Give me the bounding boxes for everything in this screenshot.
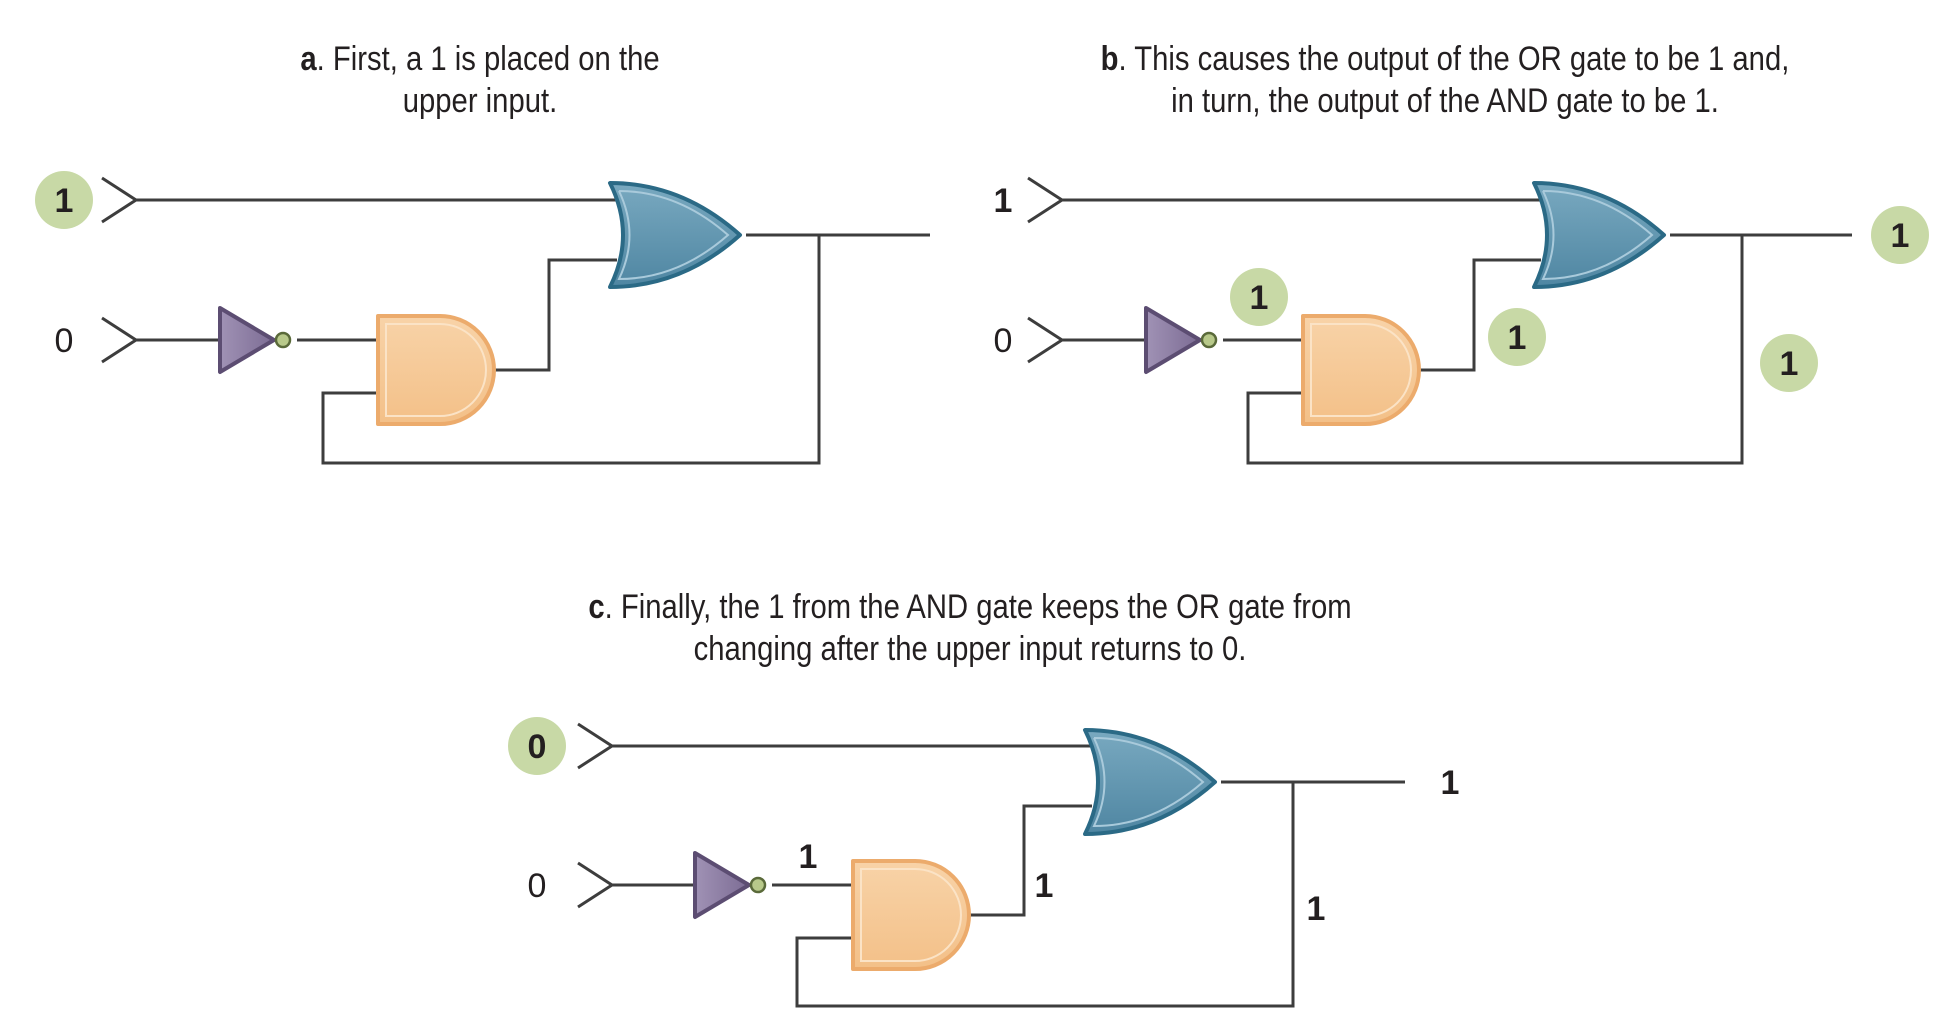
highlight-badge — [508, 717, 566, 775]
panel-c-not-output: 1 — [799, 838, 818, 876]
caption-a-line1: . First, a 1 is placed on the — [316, 40, 660, 78]
panel-c-or-output: 1 — [1441, 764, 1460, 802]
input-chevron-icon — [1026, 176, 1064, 224]
panel-c-feedback: 1 — [1307, 890, 1326, 928]
highlight-badge — [1488, 308, 1546, 366]
not-gate-icon — [1144, 306, 1218, 374]
caption-b-line1: . This causes the output of the OR gate … — [1118, 40, 1790, 78]
panel-c-upper-input: 0 — [528, 728, 547, 766]
panel-a-lower-input: 0 — [55, 322, 74, 360]
or-gate-icon — [608, 181, 742, 289]
panel-c-and-output: 1 — [1035, 867, 1054, 905]
input-chevron-icon — [1026, 316, 1064, 364]
caption-a: a. First, a 1 is placed on the upper inp… — [231, 38, 730, 122]
panel-b-lower-input: 0 — [994, 322, 1013, 360]
caption-a-tag: a — [300, 40, 317, 78]
input-chevron-icon — [100, 176, 138, 224]
caption-b-line2: in turn, the output of the AND gate to b… — [1171, 82, 1719, 120]
highlight-badge — [1760, 334, 1818, 392]
wires-c — [610, 744, 1405, 1008]
or-gate-icon — [1083, 728, 1217, 836]
wires-b — [1060, 198, 1852, 465]
panel-c-circuit: 0 0 1 1 1 1 — [508, 717, 1460, 1008]
panel-b-circuit: 1 0 1 1 1 1 — [994, 176, 1929, 465]
and-gate-icon — [1301, 314, 1421, 426]
input-chevron-icon — [576, 722, 614, 770]
caption-c-tag: c — [588, 588, 605, 626]
panel-b-upper-input: 1 — [994, 182, 1013, 220]
caption-c-line2: changing after the upper input returns t… — [693, 630, 1247, 668]
panel-a-upper-input: 1 — [55, 182, 74, 220]
panel-a-circuit: 1 0 — [35, 171, 930, 465]
or-gate-icon — [1532, 181, 1666, 289]
caption-c: c. Finally, the 1 from the AND gate keep… — [566, 586, 1374, 670]
input-chevron-icon — [576, 861, 614, 909]
caption-b-tag: b — [1100, 40, 1119, 78]
panel-b-feedback: 1 — [1780, 345, 1799, 383]
wires-a — [135, 198, 930, 465]
caption-c-line1: . Finally, the 1 from the AND gate keeps… — [604, 588, 1352, 626]
highlight-badge — [35, 171, 93, 229]
highlight-badge — [1230, 268, 1288, 326]
panel-b-not-output: 1 — [1250, 279, 1269, 317]
caption-b: b. This causes the output of the OR gate… — [1067, 38, 1824, 122]
input-chevron-icon — [100, 316, 138, 364]
panel-c-lower-input: 0 — [528, 867, 547, 905]
highlight-badge — [1871, 206, 1929, 264]
panel-b-and-output: 1 — [1508, 319, 1527, 357]
not-gate-icon — [218, 306, 292, 374]
and-gate-icon — [851, 859, 971, 971]
not-gate-icon — [693, 851, 767, 919]
caption-a-line2: upper input. — [402, 82, 558, 120]
panel-b-or-output: 1 — [1891, 217, 1910, 255]
and-gate-icon — [376, 314, 496, 426]
